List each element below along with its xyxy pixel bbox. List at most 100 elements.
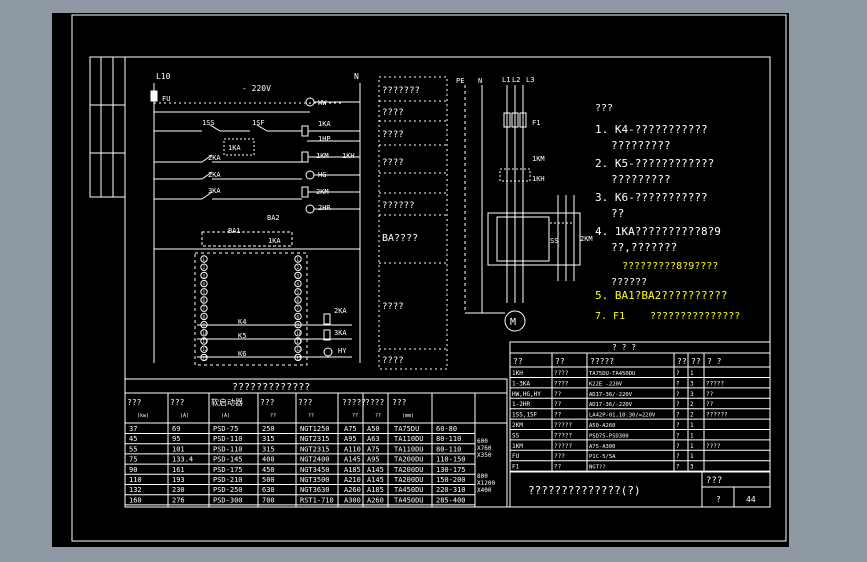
kh-label: 1KH: [342, 152, 355, 160]
terminal-right: [294, 345, 302, 353]
bom-cell: ??: [554, 401, 562, 408]
terminal-left: [200, 353, 208, 362]
selection-cell: 110-150: [436, 456, 466, 464]
bom-cell: ?????: [554, 443, 572, 450]
bom-cell: FU: [512, 453, 520, 460]
terminal-number: 9: [297, 323, 300, 328]
note-3-cont: ??: [611, 207, 624, 220]
selection-cell: A210: [344, 476, 361, 484]
soft-starter-box: [487, 212, 581, 266]
terminal-number: 2: [203, 265, 206, 270]
selection-cell: A145: [367, 466, 384, 474]
function-box-3: ????: [382, 130, 404, 140]
bom-cell: SS: [512, 432, 520, 439]
title-block-r2: ?: [716, 495, 721, 504]
selection-header: ???: [127, 398, 142, 407]
terminal-number: 3: [297, 273, 300, 278]
selection-cell: 400: [262, 456, 275, 464]
selection-cell: 700: [262, 496, 275, 504]
terminal-number: 5: [297, 290, 300, 295]
selection-cell: 276: [172, 496, 185, 504]
fuse-symbol: [150, 90, 158, 102]
bom-cell: 3: [690, 391, 694, 398]
selection-cell: NGT3500: [300, 476, 330, 484]
hg-label: HG: [318, 171, 326, 179]
bom-header: ??: [691, 357, 701, 366]
bom-title: ? ? ?: [612, 343, 636, 352]
ka-label-2: 2KA: [208, 171, 221, 179]
revision-strip: [89, 56, 126, 198]
bom-cell: NGT??: [589, 465, 606, 471]
bom-cell: PSD75-PSD300: [589, 433, 629, 439]
note-1-cont: ?????????: [611, 139, 671, 152]
terminal-number: 4: [203, 282, 206, 287]
selection-cell: 450: [262, 466, 275, 474]
selection-cell: 95: [172, 435, 180, 443]
selection-cell: 315: [262, 445, 275, 453]
selection-cell: 230: [172, 486, 185, 494]
selection-cell: 75: [129, 456, 137, 464]
k5-label: K5: [238, 332, 246, 340]
selection-cell: TA110DU: [394, 445, 424, 453]
note-1: 1. K4-???????????: [595, 123, 708, 136]
terminal-number: 12: [297, 347, 302, 352]
terminal-block: [194, 252, 308, 366]
selection-header: 软启动器: [211, 397, 243, 407]
selection-subheader: ??: [308, 413, 314, 419]
bom-cell: ??: [554, 391, 562, 398]
bom-cell: ????: [706, 443, 721, 450]
terminal-left: [200, 304, 208, 312]
selection-subheader: (A): [180, 413, 189, 419]
function-box-4: ????: [382, 158, 404, 168]
selection-cell: 55: [129, 445, 137, 453]
function-box-1: ???????: [382, 86, 420, 96]
power-ss-label: SS: [550, 237, 558, 245]
selection-cell: 69: [172, 425, 180, 433]
bom-cell: 1: [690, 443, 694, 450]
selection-cell: A95: [344, 435, 357, 443]
bom-cell: 1: [690, 432, 694, 439]
selection-cell: PSD-210: [213, 476, 243, 484]
terminal-number: 6: [203, 298, 206, 303]
note-4: 4. 1KA??????????8?9: [595, 225, 721, 238]
power-km2-label: 2KM: [580, 235, 593, 243]
bom-cell: 1-2HR: [512, 401, 530, 408]
terminal-number: 6: [297, 298, 300, 303]
power-kh-label: 1KH: [532, 175, 545, 183]
terminal-right: [294, 337, 302, 345]
bom-cell: P1C-5/5A: [589, 454, 616, 460]
k4-label: K4: [238, 318, 246, 326]
selection-cell: TA450DU: [394, 486, 424, 494]
bom-cell: ??: [554, 412, 562, 419]
terminal-right: [294, 288, 302, 296]
bom-cell: ???: [554, 453, 565, 460]
selection-cell: TA200DU: [394, 466, 424, 474]
terminal-number: 8: [203, 314, 206, 319]
selection-table-title: ?????????????: [232, 382, 310, 393]
bom-cell: ????: [554, 380, 569, 387]
function-box-2: ????: [382, 108, 404, 118]
selection-cell: A95: [367, 456, 380, 464]
terminal-number: 7: [297, 306, 300, 311]
bom-cell: K22E -220V: [589, 381, 623, 387]
selection-cell: TA200DU: [394, 456, 424, 464]
terminal-number: 13: [203, 355, 208, 360]
bom-cell: ?????: [706, 380, 724, 387]
terminal-left: [200, 263, 208, 271]
selection-cell: 500: [262, 476, 275, 484]
ba1-label: BA1: [228, 227, 241, 235]
selection-cell: PSD-175: [213, 466, 243, 474]
selection-cell: PSD-110: [213, 435, 243, 443]
selection-cell: 315: [262, 435, 275, 443]
selection-cell: A75: [344, 425, 357, 433]
function-box-6: BA????: [382, 233, 418, 244]
selection-cell: 110: [129, 476, 142, 484]
bom-cell: AD17-36/-220V: [589, 402, 633, 408]
outer-border: [71, 14, 787, 542]
power-n-label: N: [478, 77, 482, 85]
terminal-right: [294, 279, 302, 288]
bom-cell: ?: [676, 412, 680, 419]
bom-cell: 1KM: [512, 443, 523, 450]
selection-cell: A50: [367, 425, 380, 433]
bom-cell: 1KH: [512, 370, 523, 377]
